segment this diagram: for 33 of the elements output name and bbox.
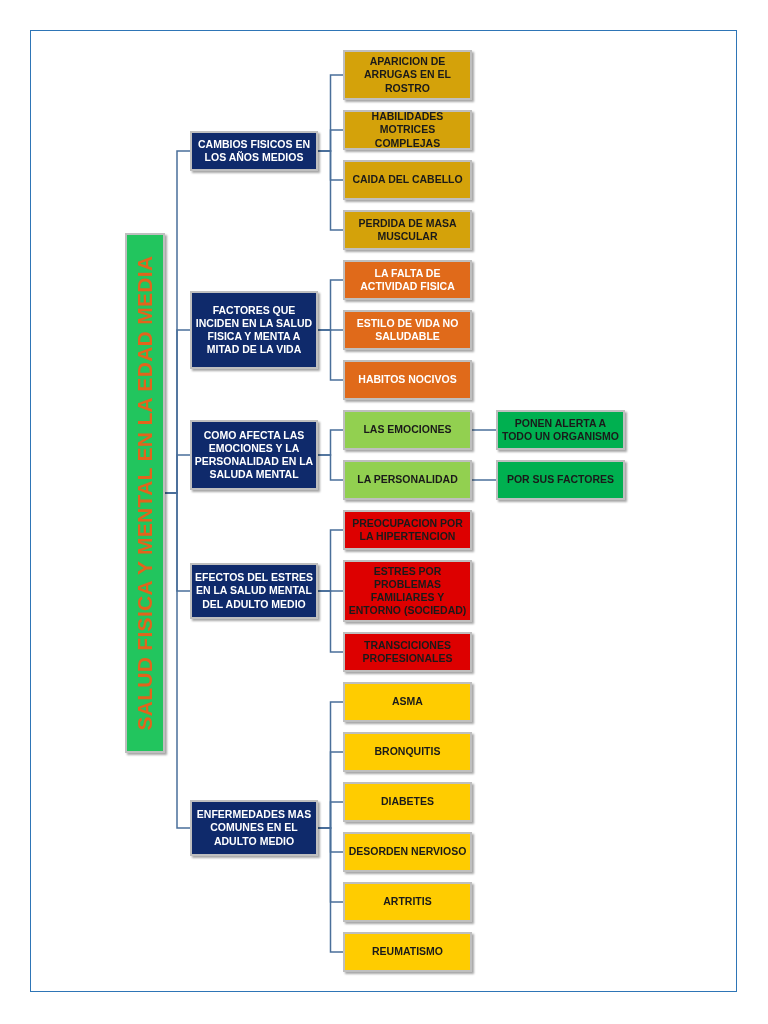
topic-box: APARICION DE ARRUGAS EN EL ROSTRO: [343, 50, 472, 100]
detail-box: PONEN ALERTA A TODO UN ORGANISMO: [496, 410, 625, 450]
topic-box: ESTRES POR PROBLEMAS FAMILIARES Y ENTORNO (SOCIEDAD): [343, 560, 472, 622]
topic-box: CAIDA DEL CABELLO: [343, 160, 472, 200]
category-box: EFECTOS DEL ESTRES EN LA SALUD MENTAL DEL ADULTO MEDIO: [190, 563, 318, 619]
connector-line: [317, 150, 344, 231]
topic-box: HABILIDADES MOTRICES COMPLEJAS: [343, 110, 472, 150]
topic-box: TRANSCICIONES PROFESIONALES: [343, 632, 472, 672]
topic-box: REUMATISMO: [343, 932, 472, 972]
topic-box: ESTILO DE VIDA NO SALUDABLE: [343, 310, 472, 350]
connector-line: [471, 429, 497, 431]
topic-box: PERDIDA DE MASA MUSCULAR: [343, 210, 472, 250]
category-box: ENFERMEDADES MAS COMUNES EN EL ADULTO MEDIO: [190, 800, 318, 856]
topic-box: HABITOS NOCIVOS: [343, 360, 472, 400]
topic-box: PREOCUPACION POR LA HIPERTENCION: [343, 510, 472, 550]
connector-line: [317, 454, 344, 481]
topic-box: DESORDEN NERVIOSO: [343, 832, 472, 872]
topic-box: BRONQUITIS: [343, 732, 472, 772]
connector-line: [317, 329, 344, 381]
category-box: FACTORES QUE INCIDEN EN LA SALUD FISICA Y MENTA A MITAD DE LA VIDA: [190, 291, 318, 369]
topic-box: LA FALTA DE ACTIVIDAD FISICA: [343, 260, 472, 300]
category-box: CAMBIOS FISICOS EN LOS AÑOS MEDIOS: [190, 131, 318, 171]
topic-box: ARTRITIS: [343, 882, 472, 922]
topic-box: DIABETES: [343, 782, 472, 822]
title-bar: SALUD FISICA Y MENTAL EN LA EDAD MEDIA: [125, 233, 165, 753]
connector-line: [317, 590, 344, 653]
topic-box: LA PERSONALIDAD: [343, 460, 472, 500]
connector-line: [317, 827, 344, 953]
detail-box: POR SUS FACTORES: [496, 460, 625, 500]
connector-line: [471, 479, 497, 481]
topic-box: LAS EMOCIONES: [343, 410, 472, 450]
category-box: COMO AFECTA LAS EMOCIONES Y LA PERSONALIDAD EN LA SALUDA MENTAL: [190, 420, 318, 490]
topic-box: ASMA: [343, 682, 472, 722]
